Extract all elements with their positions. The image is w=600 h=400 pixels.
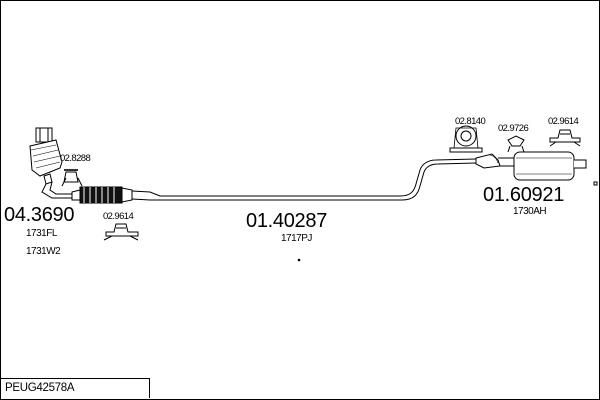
mount-front-drawing [103,223,139,241]
mount-front-label: 02.9614 [103,211,134,222]
rear-silencer-part-number: 01.60921 [483,184,565,206]
mount-rear-right-drawing [549,129,581,147]
middle-pipe-drawing [131,158,477,262]
flex-pipe-drawing [71,186,133,204]
catalytic-converter-ref-2: 1731W2 [26,246,61,257]
middle-pipe-ref: 1717PJ [281,233,312,244]
clamp-rear-drawing [507,135,525,153]
clamp-front-drawing [61,169,83,187]
mount-rear-right-label: 02.9614 [548,116,579,127]
clamp-front-label: 02.8288 [60,153,91,164]
catalytic-converter-part-number: 04.3690 [4,204,75,226]
mount-rear-left-drawing [449,125,483,153]
rear-silencer-ref: 1730AH [513,206,547,217]
mount-rear-left-label: 02.8140 [455,116,486,127]
catalytic-converter-ref-1: 1731FL [26,228,57,239]
rear-silencer-drawing [475,151,598,186]
middle-pipe-part-number: 01.40287 [246,210,328,232]
catalytic-converter-drawing [29,127,72,199]
clamp-rear-label: 02.9726 [498,123,529,134]
assembly-code: PEUG42578A [5,382,75,394]
assembly-code-box: PEUG42578A [1,378,150,398]
